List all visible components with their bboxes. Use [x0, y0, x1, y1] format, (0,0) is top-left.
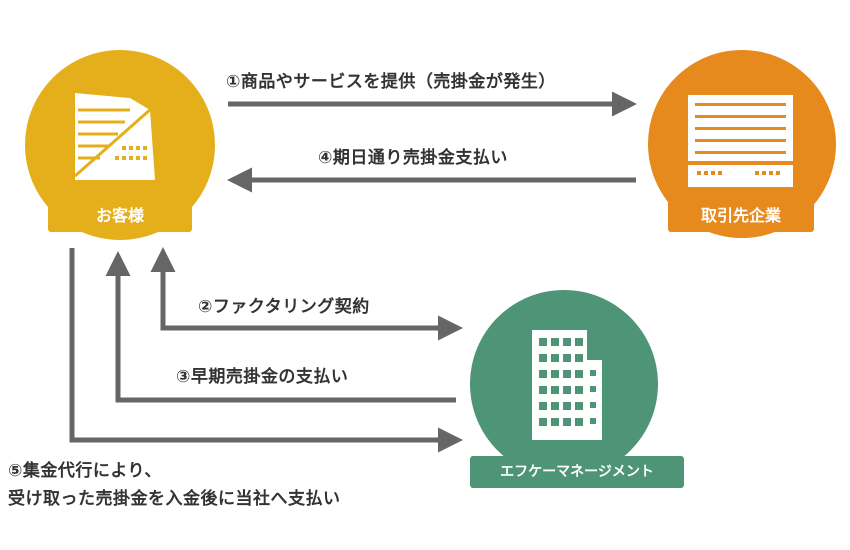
factoring-label: エフケーマネージメント: [470, 456, 684, 488]
flow-label-pay-on-due-date: ④期日通り売掛金支払い: [318, 148, 508, 168]
customer-label: お客様: [48, 200, 192, 232]
flow-label-provide-goods: ①商品やサービスを提供（売掛金が発生）: [226, 72, 556, 92]
supplier-building-icon: [683, 95, 798, 187]
flow-label-factoring-contract: ②ファクタリング契約: [198, 297, 370, 317]
factoring-building-icon: [532, 330, 602, 440]
arrow-early-payment: [105, 251, 456, 403]
flow-label-collection-line1: ⑤集金代行により、: [8, 461, 162, 481]
supplier-label: 取引先企業: [668, 200, 814, 232]
flow-label-early-payment: ③早期売掛金の支払い: [176, 367, 349, 387]
customer-building-icon: [74, 93, 155, 180]
arrow-factoring-contract: [160, 256, 463, 341]
flow-label-collection-line2: 受け取った売掛金を入金後に当社へ支払い: [8, 489, 341, 509]
arrow-collection-payment: [69, 248, 463, 453]
